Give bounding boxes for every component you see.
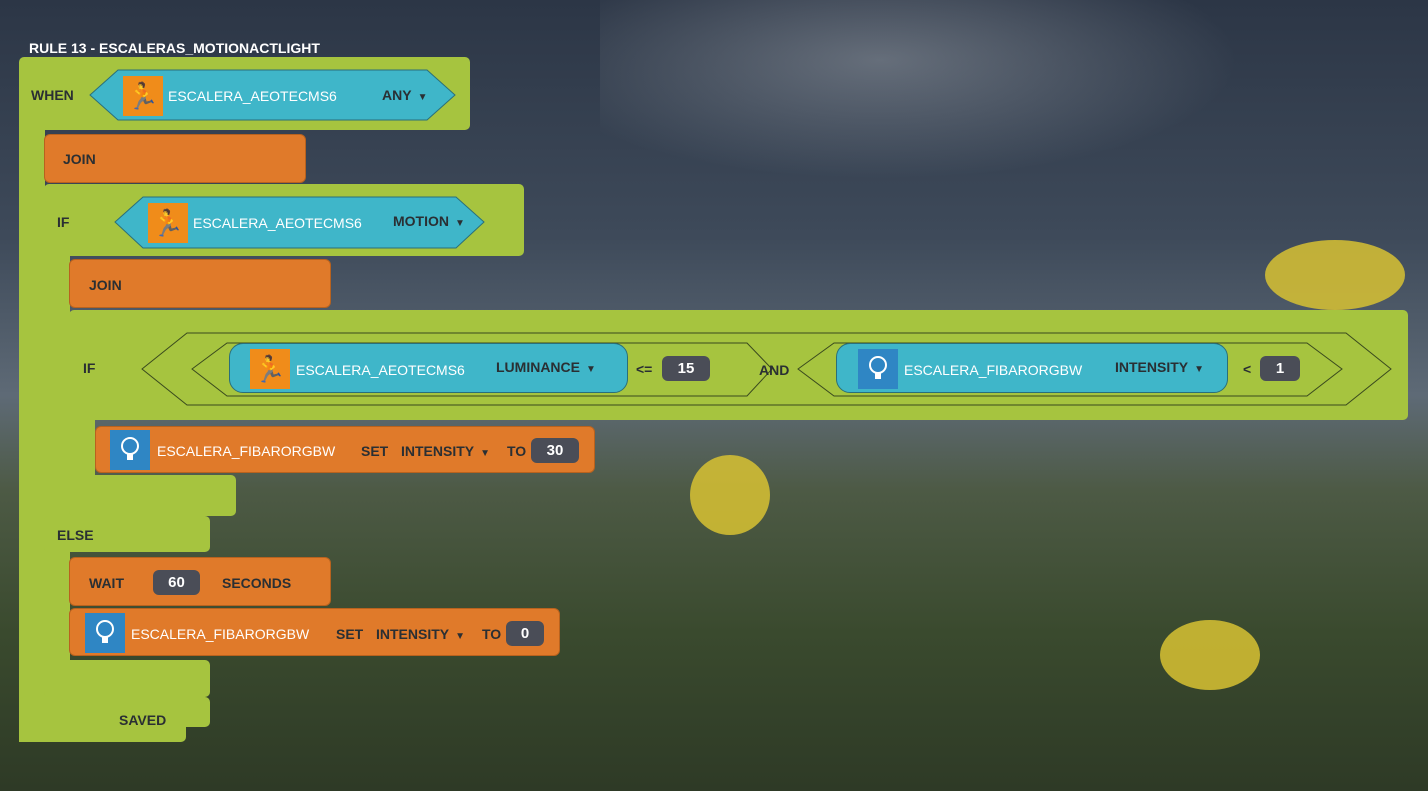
background-flower	[1265, 240, 1405, 310]
device-name: ESCALERA_FIBARORGBW	[157, 443, 336, 459]
if-label: IF	[57, 214, 70, 230]
chevron-down-icon: ▼	[586, 364, 596, 375]
motion-sensor-icon: 🏃	[123, 76, 163, 116]
if-label: IF	[83, 360, 96, 376]
bulb-icon	[858, 349, 898, 389]
event-dropdown[interactable]: ANY ▼	[382, 87, 427, 103]
saved-status: SAVED	[119, 712, 167, 728]
device-name: ESCALERA_FIBARORGBW	[904, 362, 1083, 378]
join-block[interactable]	[44, 134, 306, 183]
to-label: TO	[482, 626, 502, 642]
and-condition[interactable]	[141, 332, 1392, 406]
chevron-down-icon: ▼	[417, 92, 428, 103]
device-name: ESCALERA_FIBARORGBW	[131, 626, 310, 642]
to-label: TO	[507, 443, 527, 459]
value-input[interactable]: 0	[506, 621, 544, 646]
background-sky	[600, 0, 1300, 200]
join-label: JOIN	[89, 277, 122, 293]
join-block[interactable]	[69, 259, 331, 308]
event-dropdown[interactable]: MOTION ▼	[393, 213, 465, 229]
property-value: INTENSITY	[1115, 359, 1189, 375]
rule-title: RULE 13 - ESCALERAS_MOTIONACTLIGHT	[29, 40, 320, 56]
motion-sensor-icon: 🏃	[148, 203, 188, 243]
chevron-down-icon: ▼	[455, 631, 466, 642]
device-name: ESCALERA_AEOTECMS6	[168, 88, 337, 104]
event-value: MOTION	[393, 213, 449, 229]
wait-seconds-input[interactable]: 60	[153, 570, 200, 595]
property-dropdown[interactable]: INTENSITY ▼	[376, 626, 465, 642]
when-condition[interactable]	[89, 69, 456, 121]
property-value: LUMINANCE	[496, 359, 580, 375]
bulb-icon	[110, 430, 150, 470]
device-name: ESCALERA_AEOTECMS6	[296, 362, 465, 378]
property-value: INTENSITY	[401, 443, 475, 459]
motion-sensor-icon: 🏃	[250, 349, 290, 389]
property-dropdown[interactable]: INTENSITY ▼	[401, 443, 490, 459]
value-input[interactable]: 15	[662, 356, 710, 381]
if-condition[interactable]	[114, 196, 485, 249]
value-input[interactable]: 1	[1260, 356, 1300, 381]
else-label: ELSE	[57, 527, 94, 543]
set-intensity-action[interactable]	[95, 426, 595, 473]
set-intensity-action[interactable]	[69, 608, 560, 656]
and-label: AND	[759, 362, 790, 378]
background-flower	[1160, 620, 1260, 690]
wait-label: WAIT	[89, 575, 124, 591]
operator[interactable]: <=	[636, 361, 653, 377]
value-input[interactable]: 30	[531, 438, 579, 463]
property-dropdown[interactable]: INTENSITY ▼	[1115, 359, 1204, 375]
property-dropdown[interactable]: LUMINANCE ▼	[496, 359, 596, 375]
seconds-label: SECONDS	[222, 575, 292, 591]
event-value: ANY	[382, 87, 412, 103]
when-label: WHEN	[31, 87, 74, 103]
background-flower	[690, 455, 770, 535]
set-label: SET	[336, 626, 364, 642]
bulb-icon	[85, 613, 125, 653]
device-name: ESCALERA_AEOTECMS6	[193, 215, 362, 231]
operator[interactable]: <	[1243, 361, 1252, 377]
chevron-down-icon: ▼	[455, 218, 465, 229]
join-label: JOIN	[63, 151, 96, 167]
set-label: SET	[361, 443, 389, 459]
chevron-down-icon: ▼	[1194, 364, 1205, 375]
intensity-condition[interactable]	[836, 343, 1228, 393]
property-value: INTENSITY	[376, 626, 450, 642]
luminance-condition[interactable]	[229, 343, 628, 393]
chevron-down-icon: ▼	[480, 448, 491, 459]
wait-block[interactable]	[69, 557, 331, 606]
